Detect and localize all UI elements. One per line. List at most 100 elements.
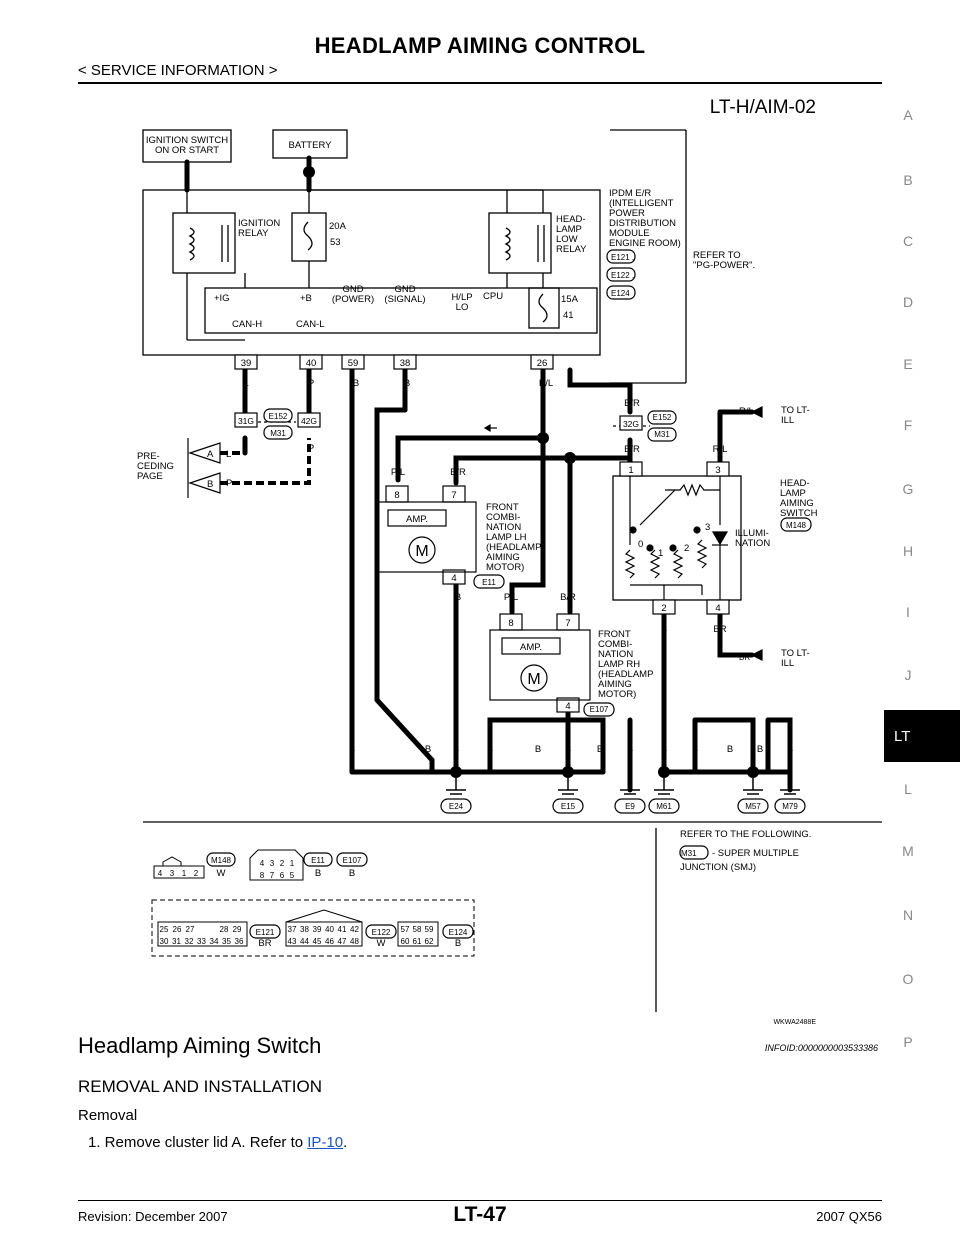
side-index-g[interactable]: G (902, 481, 914, 497)
front-lamp-lh-label: AIMING (486, 552, 520, 563)
footer-revision: Revision: December 2007 (78, 1209, 228, 1224)
front-lamp-rh-label: AIMING (598, 679, 632, 690)
diagram-label: 8 (260, 871, 265, 880)
diagram-label: P/L (504, 592, 518, 603)
diagram-label: 33 (197, 937, 206, 946)
footer-page-number: LT-47 (453, 1203, 507, 1226)
diagram-label: 60 (401, 937, 410, 946)
diagram-label: 7 (565, 618, 570, 629)
side-index-i[interactable]: I (906, 604, 910, 620)
ipdm-label: (INTELLIGENT (609, 198, 674, 209)
side-index-c[interactable]: C (902, 233, 914, 249)
switch-pos-1: 1 (658, 548, 663, 559)
diagram-label: 40 (325, 925, 334, 934)
diagram-label: 25 (160, 925, 169, 934)
refer-pg-power: REFER TO (693, 250, 741, 261)
side-index-l[interactable]: L (904, 781, 912, 797)
diagram-label: 45 (313, 937, 322, 946)
diagram-label: 1 (290, 859, 295, 868)
refer-smj-2: JUNCTION (SMJ) (680, 862, 756, 873)
front-lamp-rh-label: (HEADLAMP (598, 669, 653, 680)
diagram-label: 8 (394, 490, 399, 501)
side-index-m[interactable]: M (902, 843, 914, 859)
diagram-label: 61 (413, 937, 422, 946)
to-lt-ill-bottom: ILL (781, 658, 794, 669)
headlamp-aiming-switch-label: AIMING (780, 498, 814, 509)
headlamp-aiming-switch-label: HEAD- (780, 478, 810, 489)
diagram-label: B/R (624, 398, 640, 409)
diagram-label: L (243, 378, 248, 389)
diagram-label: 26 (173, 925, 182, 934)
side-index-h[interactable]: H (902, 543, 914, 559)
diagram-label: B/R (450, 467, 466, 478)
to-lt-ill-bottom: TO LT- (781, 648, 810, 659)
front-lamp-rh-label: LAMP RH (598, 659, 640, 670)
section-breadcrumb: < SERVICE INFORMATION > (78, 62, 278, 79)
conn-e121: E121 , (611, 253, 634, 262)
ground-wire-color: B (692, 744, 698, 755)
section-title: Headlamp Aiming Switch (78, 1033, 322, 1058)
diagram-code: LT-H/AIM-02 (710, 97, 816, 118)
ground-wire-color: B (757, 744, 763, 755)
switch-pos-0: 0 (638, 539, 643, 550)
diagram-label: 32 (185, 937, 194, 946)
preceding-page: PRE- (137, 451, 160, 462)
diagram-label: B (349, 868, 355, 879)
headlamp-relay-label: RELAY (556, 244, 587, 255)
diagram-label: W (217, 868, 226, 879)
headlamp-aiming-switch-label: SWITCH (780, 508, 818, 519)
diagram-label: B (404, 378, 410, 389)
ground-e9: E9 (625, 802, 635, 811)
side-index-a[interactable]: A (903, 107, 913, 123)
term-gnd-power: (POWER) (332, 294, 374, 305)
diagram-label: , (330, 855, 333, 866)
diagram-label: B (353, 378, 359, 389)
ground-wire-color: B (535, 744, 541, 755)
side-index-d[interactable]: D (902, 294, 914, 310)
ground-m57: M57 (745, 802, 761, 811)
diagram-label: 38 (300, 925, 309, 934)
diagram-label: 28 (220, 925, 229, 934)
diagram-label: P/L (539, 378, 553, 389)
refer-following: REFER TO THE FOLLOWING. (680, 829, 811, 840)
motor-rh: M (527, 671, 540, 688)
ground-wire-color: B (349, 744, 355, 755)
diagram-label: 27 (186, 925, 195, 934)
diagram-label: 42 (350, 925, 359, 934)
diagram-label: R/L (739, 406, 754, 417)
ground-m61: M61 (656, 802, 672, 811)
diagram-label: E11 (482, 578, 496, 587)
headlamp-aiming-switch-box (612, 475, 742, 601)
side-index-e[interactable]: E (903, 356, 913, 372)
diagram-label: 58 (413, 925, 422, 934)
diagram-label: 32G (623, 419, 639, 429)
front-lamp-lh-label: NATION (486, 522, 521, 533)
side-index-b[interactable]: B (903, 172, 913, 188)
illumination-label: ILLUMI- (735, 528, 769, 539)
diagram-label: 5 (290, 871, 295, 880)
footer-rule (78, 1200, 882, 1201)
diagram-label: 4 (715, 603, 720, 614)
diagram-label: 3 (170, 869, 175, 878)
side-index-j[interactable]: J (904, 667, 912, 683)
diagram-label: 30 (160, 937, 169, 946)
diagram-label: 36 (235, 937, 244, 946)
ipdm-label: ENGINE ROOM) (609, 238, 681, 249)
side-index-p[interactable]: P (903, 1034, 913, 1050)
ip-10-link[interactable]: IP-10 (307, 1134, 344, 1151)
ground-wire-color: B (661, 744, 667, 755)
ignition-relay-label: RELAY (238, 228, 269, 239)
fuse-20a: 20A (329, 221, 347, 232)
diagram-label: 4 (158, 869, 163, 878)
side-index-f[interactable]: F (903, 417, 913, 433)
side-index-n[interactable]: N (902, 907, 914, 923)
diagram-label: BR (739, 653, 750, 662)
diagram-label: M31 (270, 429, 286, 438)
side-index-o[interactable]: O (902, 971, 914, 987)
switch-pos-3: 3 (705, 522, 710, 533)
diagram-label: P (308, 378, 314, 389)
diagram-label: 37 (288, 925, 297, 934)
side-index-active-tab[interactable]: LT (884, 710, 960, 762)
diagram-label: 62 (425, 937, 434, 946)
diagram-label: 42G (301, 416, 317, 426)
